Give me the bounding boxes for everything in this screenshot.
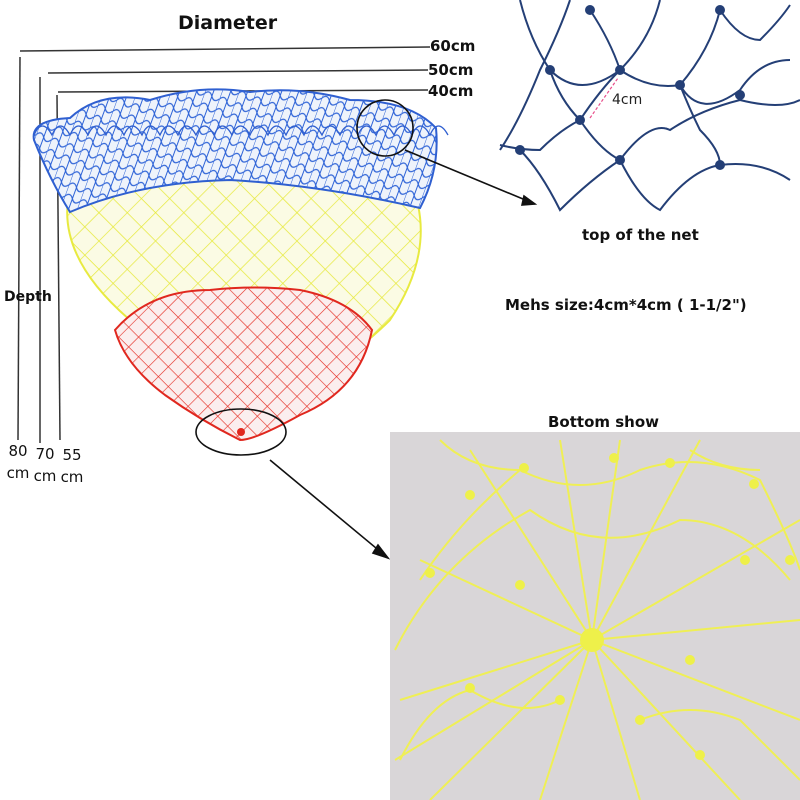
diameter-title: Diameter <box>178 12 278 34</box>
diameter-60-label: 60cm <box>430 37 476 55</box>
diameter-50-label: 50cm <box>428 61 474 79</box>
depth-55-value: 55 <box>62 446 82 464</box>
diameter-line-50 <box>47 69 429 74</box>
diameter-lines <box>19 46 431 93</box>
bottom-show-caption: Bottom show <box>548 413 660 431</box>
bottom-photo-inset <box>390 432 800 800</box>
top-net-caption: top of the net <box>582 226 699 244</box>
depth-line-80 <box>17 56 21 441</box>
callouts <box>195 99 538 560</box>
top-net-inset <box>499 0 800 212</box>
depth-80-label: 80 cm <box>4 440 32 484</box>
net-bottom-knot <box>237 428 245 436</box>
depth-70-unit: cm <box>33 467 57 485</box>
depth-80-unit: cm <box>6 464 30 482</box>
depth-lines <box>17 56 61 443</box>
depth-70-label: 70 cm <box>31 443 59 487</box>
mesh-measure-label: 4cm <box>612 92 643 108</box>
landing-net <box>32 88 449 442</box>
depth-55-label: 55 cm <box>58 444 86 488</box>
top-callout-circle <box>356 99 414 157</box>
diameter-40-label: 40cm <box>428 82 474 100</box>
depth-70-value: 70 <box>35 445 55 463</box>
top-callout-arrow <box>404 149 536 205</box>
bottom-callout-arrow <box>269 459 389 559</box>
diameter-line-60 <box>19 46 431 52</box>
bottom-callout-circle <box>195 408 287 456</box>
depth-title: Depth <box>4 289 52 305</box>
depth-80-value: 80 <box>8 442 28 460</box>
depth-55-unit: cm <box>60 468 84 486</box>
mesh-size-text: Mehs size:4cm*4cm ( 1-1/2") <box>505 296 747 314</box>
